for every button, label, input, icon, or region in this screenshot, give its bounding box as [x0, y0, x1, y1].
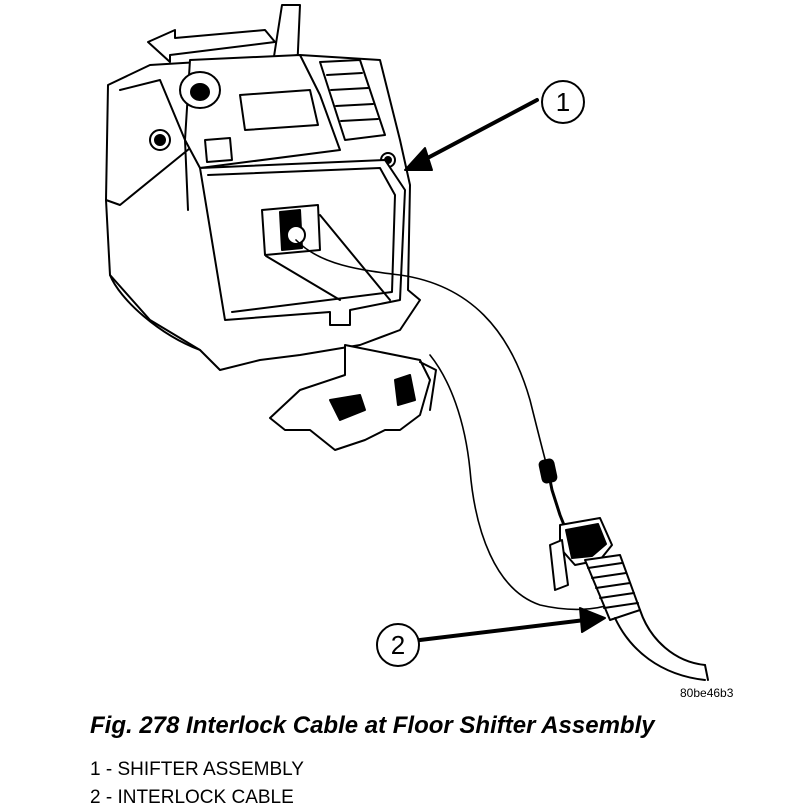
interlock-cable	[295, 239, 709, 681]
callout-1	[404, 80, 585, 171]
figure-caption: Fig. 278 Interlock Cable at Floor Shifte…	[90, 712, 655, 739]
legend-item-interlock-cable: 2 - INTERLOCK CABLE	[90, 787, 294, 808]
shifter-interlock-illustration: 1 2	[105, 4, 709, 681]
legend: 1 - SHIFTER ASSEMBLY 2 - INTERLOCK CABLE	[90, 756, 304, 812]
legend-item-shifter-assembly: 1 - SHIFTER ASSEMBLY	[90, 759, 304, 780]
mounting-bracket	[269, 344, 437, 451]
shifter-housing	[105, 54, 421, 371]
housing-top-tab	[147, 29, 276, 63]
callout-1-number: 1	[556, 87, 570, 117]
figure-code: 80be46b3	[680, 686, 734, 700]
callout-2	[376, 607, 606, 667]
callout-2-number: 2	[391, 630, 405, 660]
